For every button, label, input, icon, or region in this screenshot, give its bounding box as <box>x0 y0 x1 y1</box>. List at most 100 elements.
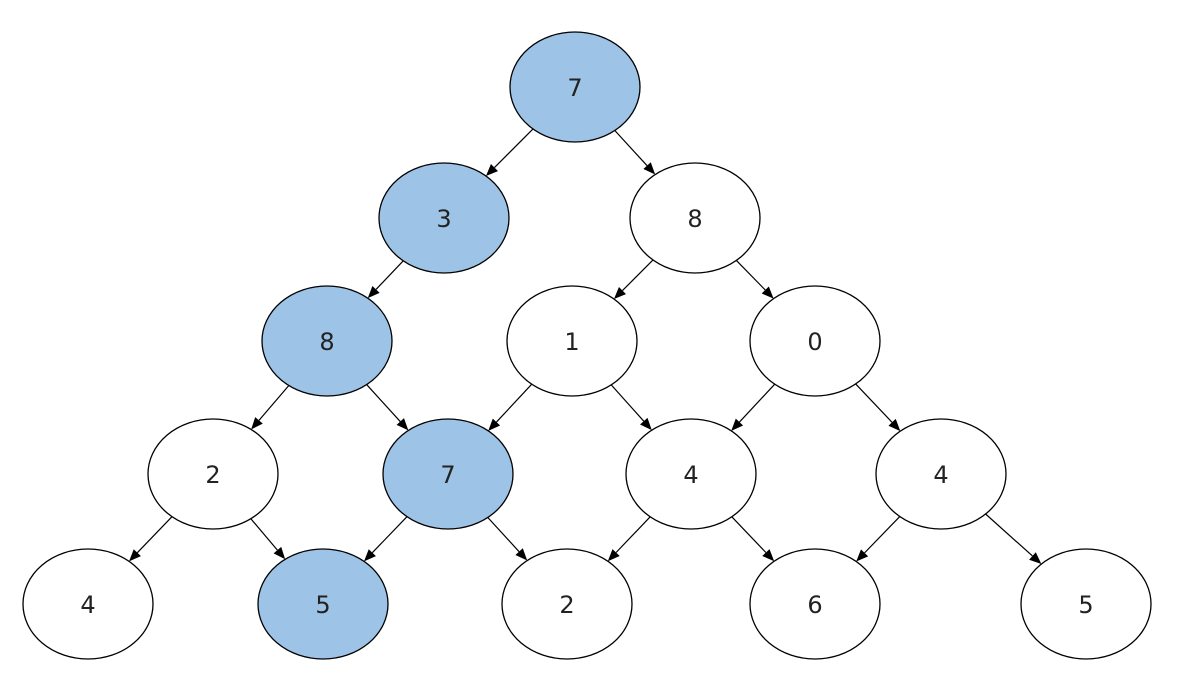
arrowhead-icon <box>613 286 627 300</box>
edge-line <box>615 516 651 553</box>
node-label: 8 <box>687 205 702 233</box>
node-label: 5 <box>1078 591 1093 619</box>
edge-line <box>610 384 645 422</box>
node-label: 0 <box>807 328 822 356</box>
arrowhead-icon <box>129 549 141 562</box>
arrowhead-icon <box>367 286 380 299</box>
arrowhead-icon <box>485 163 499 177</box>
arrowhead-icon <box>364 549 376 562</box>
edge-r2c2-to-r3c2 <box>731 383 776 431</box>
node-r2c2: 0 <box>749 285 881 397</box>
arrowhead-icon <box>640 417 652 431</box>
edge-line <box>735 259 766 291</box>
arrowhead-icon <box>515 548 528 561</box>
arrowhead-icon <box>396 418 409 431</box>
arrowhead-icon <box>643 162 656 175</box>
edge-line <box>371 516 408 554</box>
edge-r3c1-to-r4c1 <box>364 516 408 562</box>
node-r3c0: 2 <box>147 418 279 530</box>
node-r4c0: 4 <box>22 548 154 660</box>
node-circle <box>1020 548 1152 660</box>
edge-r2c1-to-r3c2 <box>610 384 652 431</box>
edge-r3c2-to-r4c3 <box>731 516 775 562</box>
edge-line <box>136 516 173 554</box>
node-circle <box>22 548 154 660</box>
edge-r3c3-to-r4c4 <box>985 513 1042 565</box>
edge-r3c2-to-r4c2 <box>607 516 651 562</box>
highlighted-node-circle <box>509 31 641 143</box>
nodes-layer: 7 3 8 8 1 0 2 7 4 4 4 5 2 6 5 <box>22 31 1152 660</box>
node-circle <box>501 548 633 660</box>
edge-r3c0-to-r4c0 <box>129 516 173 562</box>
arrowhead-icon <box>251 417 263 430</box>
node-circle <box>875 418 1007 530</box>
arrowhead-icon <box>273 546 286 560</box>
edge-r1c1-to-r2c1 <box>613 259 654 300</box>
node-label: 7 <box>440 461 455 489</box>
edge-r1c1-to-r2c2 <box>735 259 774 299</box>
node-circle <box>506 285 638 397</box>
edge-line <box>739 383 776 423</box>
edge-line <box>375 260 404 290</box>
node-label: 4 <box>683 461 698 489</box>
highlighted-node-circle <box>261 285 393 397</box>
node-label: 5 <box>315 591 330 619</box>
node-label: 7 <box>567 74 582 102</box>
node-r3c1: 7 <box>382 418 514 530</box>
node-label: 2 <box>205 461 220 489</box>
highlighted-node-circle <box>378 162 510 274</box>
edge-line <box>985 513 1033 557</box>
node-circle <box>629 162 761 274</box>
node-r4c3: 6 <box>749 548 881 660</box>
edge-line <box>496 383 533 423</box>
edge-r1c0-to-r2c0 <box>367 260 404 299</box>
arrowhead-icon <box>1029 552 1042 565</box>
node-label: 2 <box>559 591 574 619</box>
edge-line <box>250 518 278 551</box>
node-r4c2: 2 <box>501 548 633 660</box>
node-circle <box>749 548 881 660</box>
node-r4c1: 5 <box>257 548 389 660</box>
node-label: 3 <box>436 205 451 233</box>
edge-r0c0-to-r1c1 <box>614 130 656 175</box>
edge-r2c0-to-r3c0 <box>251 385 290 430</box>
node-label: 4 <box>80 591 95 619</box>
highlighted-node-circle <box>257 548 389 660</box>
node-r2c0: 8 <box>261 285 393 397</box>
edge-r3c0-to-r4c1 <box>250 518 286 560</box>
edge-r3c1-to-r4c2 <box>487 517 528 561</box>
arrowhead-icon <box>888 418 901 432</box>
node-r0c0: 7 <box>509 31 641 143</box>
edge-line <box>864 516 901 554</box>
edge-line <box>258 385 290 421</box>
node-label: 8 <box>319 328 334 356</box>
node-label: 1 <box>564 328 579 356</box>
node-r3c2: 4 <box>625 418 757 530</box>
edge-r3c3-to-r4c3 <box>856 516 901 562</box>
edge-line <box>622 259 654 291</box>
arrowhead-icon <box>607 549 620 562</box>
edge-r2c1-to-r3c1 <box>488 383 533 431</box>
highlighted-node-circle <box>382 418 514 530</box>
arrowhead-icon <box>488 418 501 431</box>
edge-line <box>614 130 648 167</box>
edge-line <box>855 383 893 423</box>
node-label: 4 <box>933 461 948 489</box>
edge-r0c0-to-r1c0 <box>485 128 534 177</box>
arrowhead-icon <box>761 286 774 299</box>
edge-r2c2-to-r3c3 <box>855 383 901 432</box>
arrowhead-icon <box>856 549 869 562</box>
edge-line <box>487 517 520 553</box>
node-circle <box>625 418 757 530</box>
edge-line <box>366 384 401 422</box>
node-r4c4: 5 <box>1020 548 1152 660</box>
node-r2c1: 1 <box>506 285 638 397</box>
node-r1c0: 3 <box>378 162 510 274</box>
arrowhead-icon <box>762 549 775 562</box>
arrowhead-icon <box>731 418 744 431</box>
node-r1c1: 8 <box>629 162 761 274</box>
edge-r2c0-to-r3c1 <box>366 384 409 431</box>
edge-line <box>731 516 767 553</box>
node-label: 6 <box>807 591 822 619</box>
